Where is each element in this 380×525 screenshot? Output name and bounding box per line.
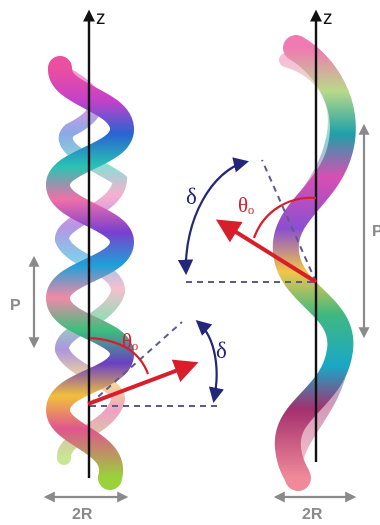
right-theta-arc: [252, 196, 317, 239]
left-delta-label: δ: [216, 338, 227, 363]
right-z-label: z: [323, 8, 333, 29]
left-panel: z P 2R θₒ δ: [10, 8, 227, 523]
right-delta-label: δ: [186, 184, 197, 209]
left-dipole-arrow: [87, 359, 199, 406]
right-diameter-label: 2R: [302, 506, 323, 523]
left-theta-arc: [89, 336, 150, 375]
right-pitch-label: P: [372, 223, 380, 240]
left-theta-label: θₒ: [122, 329, 138, 353]
left-dashed-projection: [89, 321, 183, 405]
left-delta-arc: [195, 319, 224, 404]
right-theta-label: θₒ: [238, 193, 254, 217]
right-helix-ribbon: [272, 35, 356, 491]
right-panel: z P 2R θₒ δ: [177, 8, 380, 523]
left-z-label: z: [96, 8, 106, 29]
left-diameter-label: 2R: [72, 506, 93, 523]
left-pitch-label: P: [10, 297, 21, 314]
right-delta-arc: [177, 157, 249, 276]
right-dashed-projection: [261, 159, 317, 283]
